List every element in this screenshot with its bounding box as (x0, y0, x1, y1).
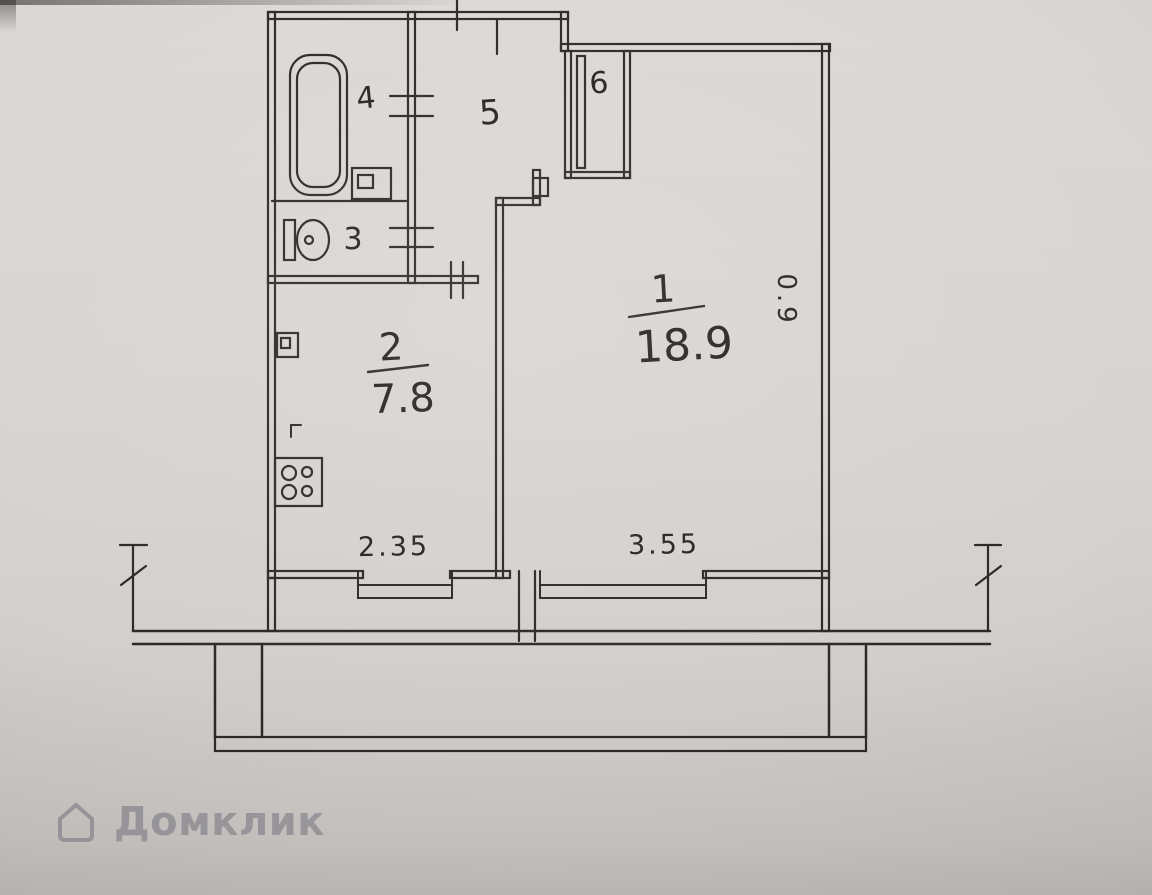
domclick-house-icon (58, 803, 94, 842)
room-2-area: 7.8 (370, 374, 436, 424)
counter-mark (290, 424, 302, 438)
dimension-side-depth: 0.9 (771, 273, 801, 327)
room-1-area: 18.9 (633, 317, 735, 374)
room-1-number: 1 (649, 266, 677, 312)
room-6-number: 6 (588, 65, 610, 102)
dimension-bottom-left: 2.35 (357, 530, 431, 564)
room-5-number: 5 (477, 92, 503, 134)
stove-icon (273, 456, 324, 508)
vent-box-icon (275, 331, 300, 359)
watermark-brand: Домклик (114, 799, 325, 845)
interior-walls (266, 10, 632, 580)
dimension-bottom-right: 3.55 (627, 528, 701, 562)
neighbor-wall-marks (118, 543, 1003, 633)
washing-machine-icon (350, 166, 393, 201)
balcony (131, 576, 992, 753)
watermark: Домклик (52, 798, 325, 846)
outer-walls (266, 10, 832, 580)
room-2-number: 2 (377, 324, 405, 370)
bathtub-icon (288, 53, 349, 197)
door-marks (388, 0, 587, 643)
windows (357, 570, 707, 599)
room-4-number: 4 (354, 80, 378, 117)
room-3-number: 3 (343, 222, 363, 257)
label-underlines (366, 304, 706, 374)
toilet-icon (282, 218, 331, 262)
